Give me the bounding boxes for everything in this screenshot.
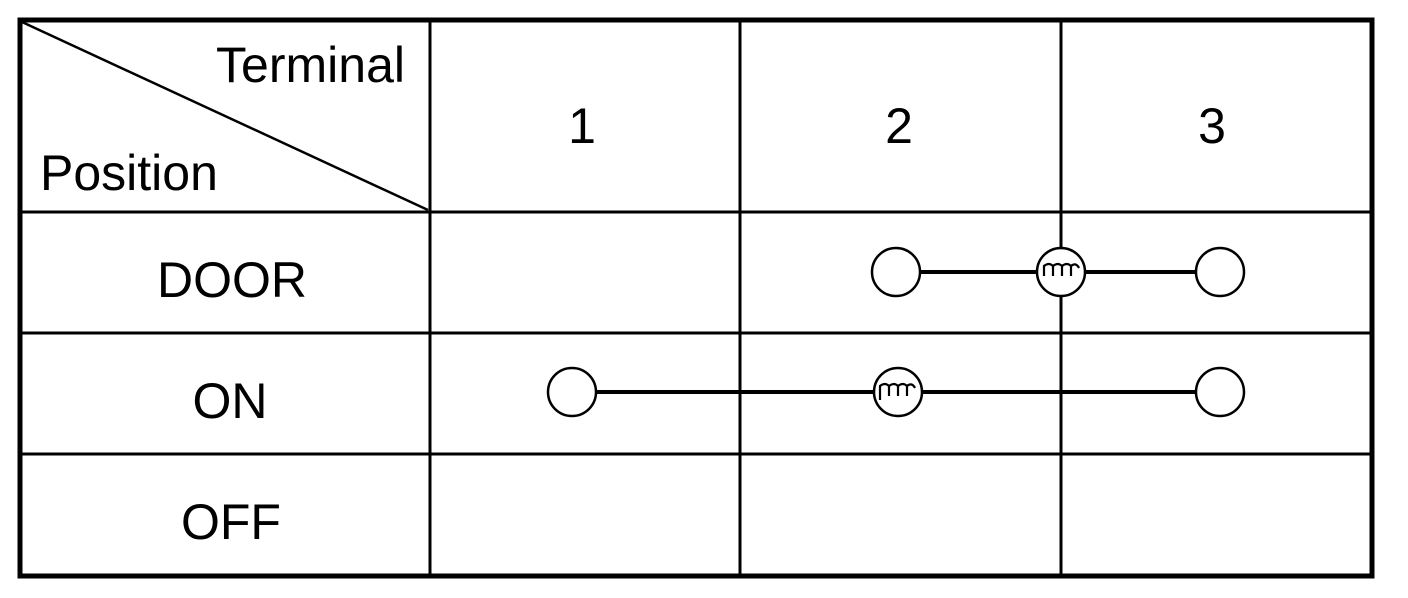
- terminal-3-node: [1194, 366, 1246, 418]
- terminal-1-node: [546, 366, 598, 418]
- position-door-label: DOOR: [157, 252, 307, 308]
- terminal-2-node: [870, 246, 922, 298]
- corner-diagonal: [21, 20, 429, 212]
- terminal-header-label: Terminal: [216, 37, 405, 93]
- terminal-3-node: [1194, 246, 1246, 298]
- terminal-3-label: 3: [1198, 98, 1226, 154]
- lamp-icon: [872, 366, 924, 418]
- position-on-label: ON: [193, 373, 268, 429]
- table-border: [17, 17, 1375, 579]
- position-header-label: Position: [40, 145, 218, 201]
- position-off-label: OFF: [181, 494, 281, 550]
- on-connection: [546, 366, 1246, 418]
- terminal-1-label: 1: [568, 98, 596, 154]
- lamp-icon: [1035, 246, 1087, 298]
- door-connection: [870, 246, 1246, 298]
- terminal-2-label: 2: [885, 98, 913, 154]
